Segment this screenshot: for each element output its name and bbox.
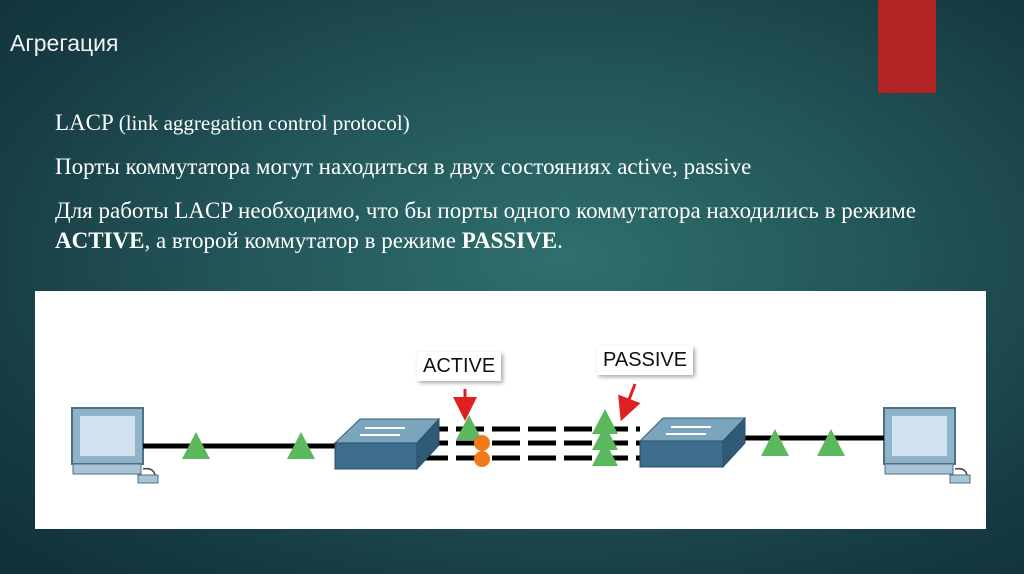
green-triangle-icon: [817, 429, 845, 456]
green-triangle-icon: [182, 432, 210, 459]
bullet-requirement-passive: PASSIVE: [461, 228, 558, 253]
passive-callout-arrow: [618, 383, 641, 422]
label-active: ACTIVE: [417, 352, 502, 381]
bullet-list: LACP (link aggregation control protocol)…: [55, 108, 1005, 270]
orange-circle-icon: [474, 435, 490, 451]
bullet-requirement-end: .: [557, 228, 563, 253]
bullet-lacp-main: LACP: [55, 110, 113, 135]
bullet-requirement: Для работы LACP необходимо, что бы порты…: [55, 196, 1005, 256]
slide-title: Агрегация: [10, 30, 119, 56]
green-triangle-icon: [287, 432, 315, 459]
green-triangle-icon: [456, 415, 482, 440]
switch-icon-right: [638, 416, 747, 469]
bullet-port-states: Порты коммутатора могут находиться в дву…: [55, 154, 752, 179]
lacp-diagram: ACTIVE PASSIVE: [35, 291, 986, 529]
pc-icon-left: [71, 407, 159, 484]
label-passive: PASSIVE: [597, 346, 694, 375]
bullet-requirement-part2: , а второй коммутатор в режиме: [144, 228, 456, 253]
bullet-lacp: LACP (link aggregation control protocol): [55, 108, 1005, 138]
green-triangle-icon: [592, 409, 618, 434]
lacp-topology: [71, 383, 971, 484]
bullet-requirement-active: ACTIVE: [55, 228, 145, 253]
bullet-lacp-paren: (link aggregation control protocol): [118, 111, 410, 135]
switch-icon-left: [333, 417, 441, 471]
green-triangle-icon: [761, 429, 789, 456]
orange-circle-icon: [474, 451, 490, 467]
accent-bar: [878, 0, 936, 93]
bullet-requirement-part1: Для работы LACP необходимо, что бы порты…: [55, 198, 916, 223]
pc-icon-right: [883, 407, 971, 484]
green-triangle-icon: [592, 425, 618, 450]
green-triangle-icon: [592, 441, 618, 466]
